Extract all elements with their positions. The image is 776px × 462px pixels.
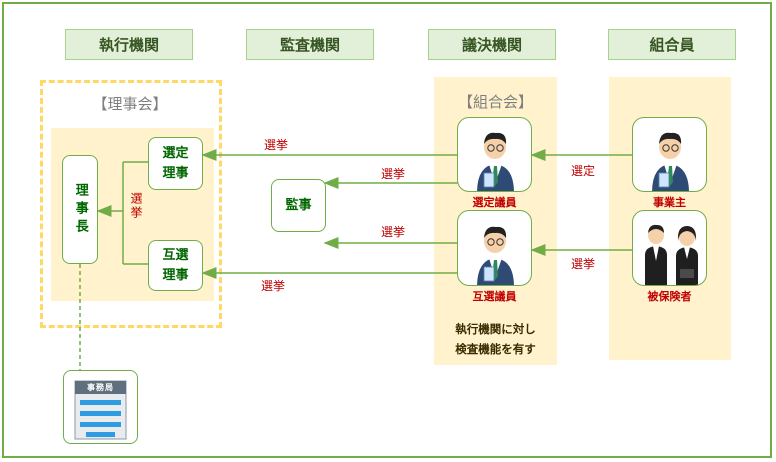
insured-caption: 被保険者: [647, 290, 692, 303]
header-members: 組合員: [608, 29, 736, 60]
auditor-node: 監事: [271, 179, 326, 232]
edge-label-elect-by-insured: 選挙: [571, 257, 596, 271]
edge-label-elect-elected-director: 選挙: [261, 279, 286, 293]
businessman-icon: [477, 132, 514, 191]
office-building-icon: [74, 380, 127, 440]
elected-director-line2: 理事: [162, 267, 189, 283]
workers-icon: [645, 224, 698, 285]
appointed-member-card: [457, 117, 532, 192]
businessman-icon: [477, 226, 514, 285]
appointed-director-line2: 理事: [162, 165, 189, 181]
appointed-director-node: 選定 理事: [148, 137, 203, 190]
assembly-label: 【組合会】: [457, 93, 533, 111]
edge-label-elect-auditor-top: 選挙: [381, 167, 406, 181]
employer-card: [632, 117, 707, 192]
header-audit: 監査機関: [246, 29, 374, 60]
chairman-node: 理事長: [62, 155, 98, 264]
businessman-icon: [652, 132, 689, 191]
header-executive: 執行機関: [65, 29, 193, 60]
outer-frame: [2, 2, 772, 458]
secretariat-label: 事務局: [87, 383, 114, 392]
elected-member-card: [457, 210, 532, 286]
edge-label-elect-appointed-director: 選挙: [264, 138, 289, 152]
elected-director-node: 互選 理事: [148, 240, 203, 291]
edge-label-chairman-elect: 選挙: [129, 192, 143, 220]
insured-card: [632, 210, 707, 286]
edge-label-appoint: 選定: [571, 164, 596, 178]
elected-member-caption: 互選議員: [472, 290, 517, 303]
audit-function-note: 執行機関に対し 検査機能を有す: [434, 320, 557, 359]
appointed-director-line1: 選定: [162, 146, 189, 161]
employer-caption: 事業主: [653, 196, 686, 209]
board-label: 【理事会】: [92, 95, 168, 113]
audit-note-line1: 執行機関に対し: [455, 322, 536, 336]
audit-note-line2: 検査機能を有す: [455, 341, 536, 356]
header-legislative: 議決機関: [428, 29, 556, 60]
board-dashed-border: [40, 80, 222, 328]
appointed-member-caption: 選定議員: [472, 196, 517, 209]
edge-label-elect-auditor-bottom: 選挙: [381, 225, 406, 239]
elected-director-line1: 互選: [162, 248, 189, 263]
secretariat-card: 事務局: [63, 370, 138, 444]
